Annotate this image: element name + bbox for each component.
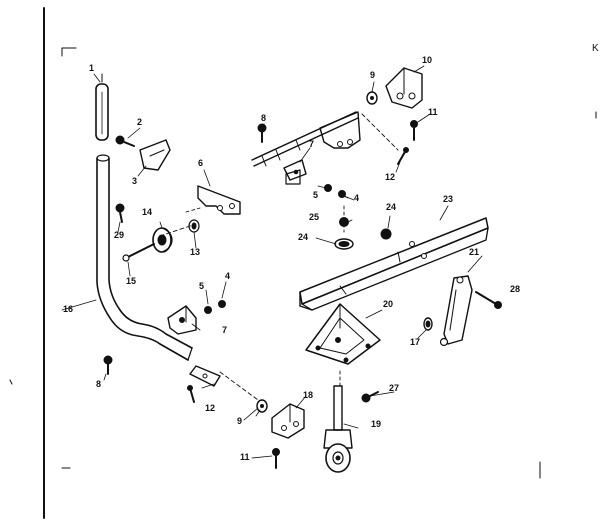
part-5-washer-lower: [204, 306, 212, 314]
label-part-11-lower: 11: [240, 452, 250, 462]
label-part-2: 2: [137, 117, 143, 127]
label-part-19: 19: [371, 419, 382, 429]
leader-lines: [61, 65, 483, 459]
part-14-wheel: [152, 227, 173, 253]
label-part-16: 16: [63, 304, 74, 314]
part-24-washer-right: [380, 228, 392, 240]
label-part-5-lower: 5: [199, 281, 205, 291]
label-part-4-lower: 4: [225, 271, 231, 281]
label-part-9-lower: 9: [237, 416, 243, 426]
label-part-20: 20: [383, 299, 394, 309]
part-12-pin-lower: [187, 385, 195, 403]
part-10-bracket: [385, 67, 423, 109]
label-part-25: 25: [309, 212, 320, 222]
part-2-bolt: [115, 135, 135, 147]
part-7-clamp-lower: [167, 305, 197, 335]
label-part-13: 13: [190, 247, 201, 257]
label-part-6: 6: [198, 158, 204, 168]
label-part-29: 29: [114, 230, 125, 240]
label-part-5-top: 5: [313, 190, 319, 200]
part-24-washer-left: [334, 238, 354, 250]
part-7-clamp-top: [283, 159, 307, 185]
part-3-bracket: [139, 139, 171, 171]
label-part-11-top: 11: [428, 107, 438, 117]
label-part-3: 3: [132, 176, 138, 186]
label-part-24-left: 24: [298, 232, 309, 242]
part-25-washer: [339, 217, 349, 227]
label-part-1: 1: [89, 63, 95, 73]
label-part-8-lower: 8: [96, 379, 102, 389]
label-part-23: 23: [443, 194, 454, 204]
label-part-24-right: 24: [386, 202, 397, 212]
label-part-15: 15: [126, 276, 137, 286]
label-part-12-lower: 12: [205, 403, 216, 413]
label-part-7-lower: 7: [222, 325, 228, 335]
label-part-14: 14: [142, 207, 153, 217]
part-8-bolt-lower: [103, 355, 113, 375]
part-21-leg-bracket: [439, 275, 473, 347]
part-16-handle-tube: [96, 154, 193, 361]
label-part-8-top: 8: [261, 113, 267, 123]
label-part-18: 18: [303, 390, 314, 400]
label-part-28: 28: [510, 284, 521, 294]
assembly-guide-lines: [159, 113, 399, 401]
label-part-9-top: 9: [370, 70, 376, 80]
part-19-caster: [323, 385, 353, 473]
label-part-27: 27: [389, 383, 400, 393]
part-6-rear-bracket: [197, 185, 241, 215]
page-frame: [9, 7, 597, 519]
part-9-washer-top: [366, 91, 378, 105]
part-29-bolt: [115, 203, 125, 223]
corner-mark: K: [592, 43, 599, 54]
label-part-12-top: 12: [385, 172, 396, 182]
label-part-4-top: 4: [354, 193, 360, 203]
part-27-bolt: [361, 391, 379, 403]
part-11-bolt-top: [410, 120, 418, 141]
part-1-grip: [95, 73, 109, 141]
part-28-bolt: [475, 291, 502, 309]
part-4-nut-lower: [218, 300, 226, 308]
part-9-washer-lower: [256, 399, 268, 413]
part-20-caster-plate: [305, 303, 381, 365]
label-part-21: 21: [469, 247, 480, 257]
part-15-axle: [122, 243, 155, 262]
hinge-rod: [251, 111, 359, 167]
label-part-17: 17: [410, 337, 421, 347]
part-17-nut: [423, 317, 433, 331]
part-8-bolt-top: [257, 123, 267, 143]
label-part-10: 10: [422, 55, 433, 65]
part-23-channel: [299, 217, 489, 311]
part-11-bolt-lower: [272, 448, 280, 469]
part-18-bracket: [271, 403, 305, 439]
label-part-7-top: 7: [309, 139, 315, 149]
part-12-pin-top: [397, 147, 409, 165]
front-bracket-top: [319, 111, 361, 149]
lower-tube-end: [189, 365, 221, 387]
